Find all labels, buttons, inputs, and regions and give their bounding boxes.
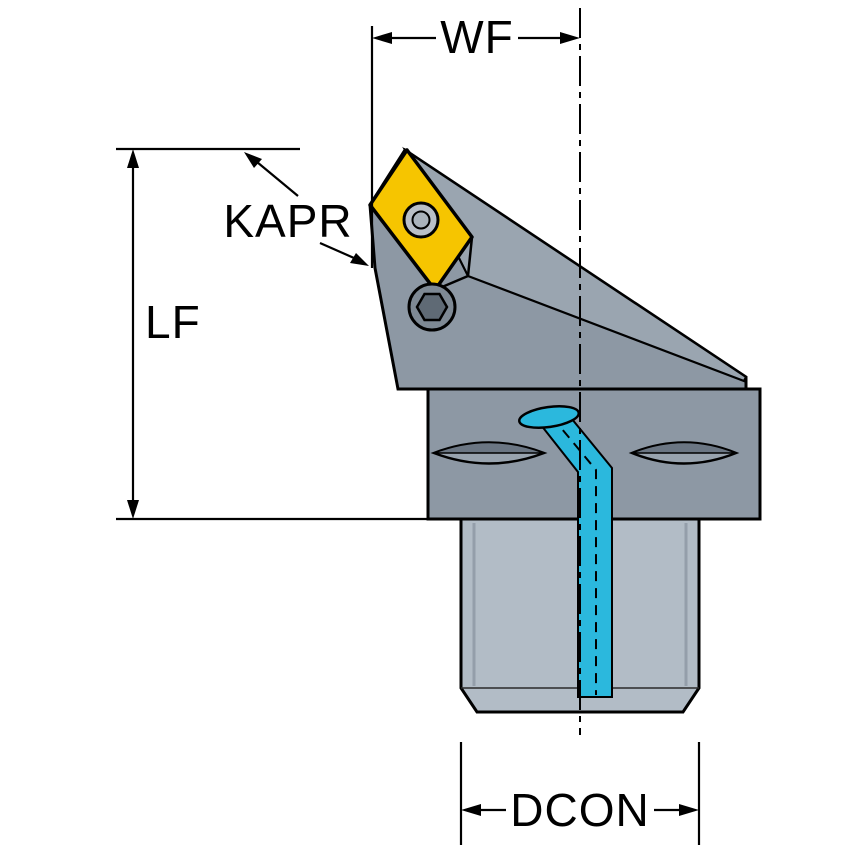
kapr-arrow-lower-icon [350,253,369,266]
clamp-screw [407,282,457,332]
wf-label: WF [440,11,514,63]
clamp-slot-left [430,441,548,465]
dimension-wf: WF [370,11,580,268]
kapr-label: KAPR [223,195,352,247]
clamp-slot-right [628,441,740,465]
dimension-dcon: DCON [459,742,701,845]
kapr-leader-upper [256,161,299,197]
wf-arrow-left-icon [372,32,392,44]
lf-label: LF [145,296,201,348]
kapr-leader-lower [319,241,355,260]
insert-pocket-corner [466,236,474,277]
coolant-entry-hole [518,405,580,429]
slot-shadow [631,441,737,454]
lf-arrow-bottom-icon [127,500,139,519]
lf-arrow-top-icon [127,149,139,168]
dcon-label: DCON [510,784,649,836]
dimension-lf: LF [116,147,430,521]
dcon-arrow-right-icon [679,804,699,816]
coolant-channel [518,405,613,698]
hex-socket-icon [415,292,449,322]
wf-arrow-right-icon [560,32,580,44]
slot-shadow [433,441,545,454]
coolant-centerline [551,416,597,695]
kapr-arrow-upper-icon [244,152,262,168]
cutting-insert [368,148,474,292]
insert-screw-hole-inner [411,210,431,230]
dcon-arrow-left-icon [461,804,481,816]
dimension-kapr: KAPR [223,152,369,266]
